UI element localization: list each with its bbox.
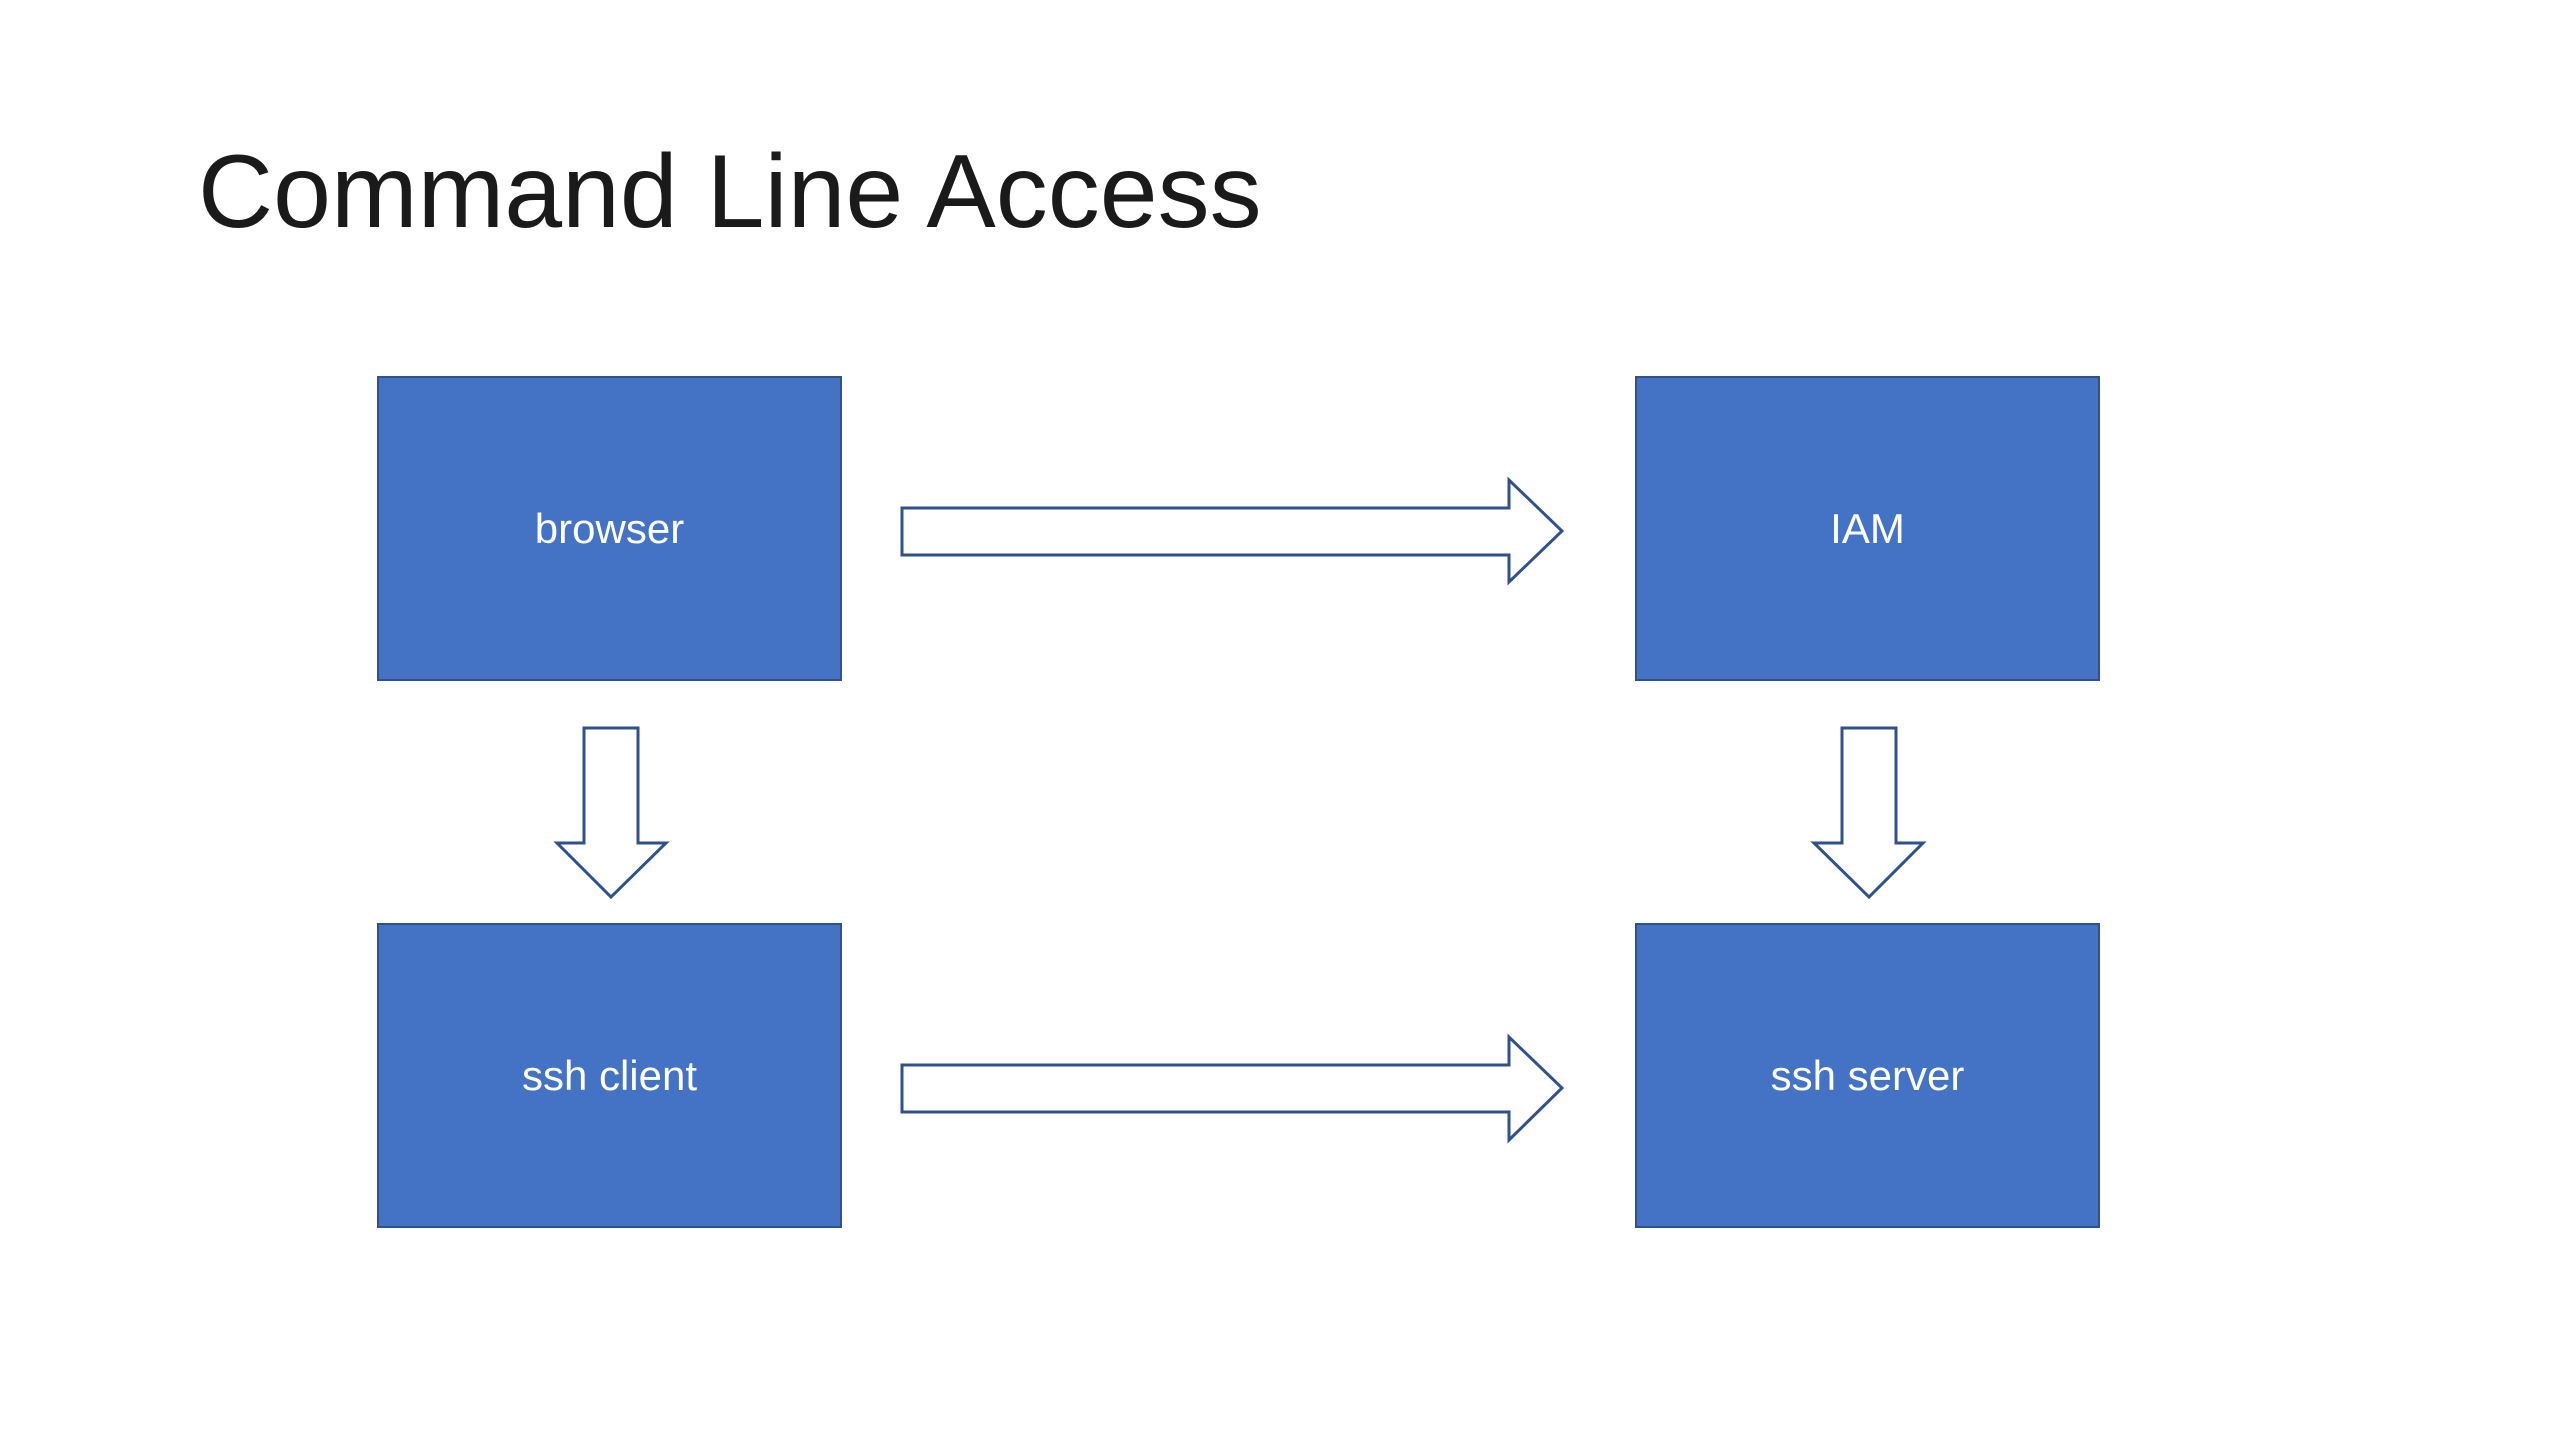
arrow-ssh-client-to-ssh-server bbox=[900, 1033, 1565, 1144]
node-browser: browser bbox=[377, 376, 842, 681]
node-ssh-server: ssh server bbox=[1635, 923, 2100, 1228]
node-iam: IAM bbox=[1635, 376, 2100, 681]
node-browser-label: browser bbox=[534, 504, 685, 552]
node-ssh-client: ssh client bbox=[377, 923, 842, 1228]
slide-title: Command Line Access bbox=[198, 134, 1262, 250]
node-iam-label: IAM bbox=[1830, 504, 1905, 552]
node-ssh-client-label: ssh client bbox=[521, 1051, 698, 1099]
node-ssh-server-label: ssh server bbox=[1770, 1051, 1965, 1099]
arrow-browser-to-iam bbox=[900, 476, 1565, 586]
arrow-iam-to-ssh-server bbox=[1810, 726, 1927, 900]
arrow-browser-to-ssh-client bbox=[553, 726, 670, 900]
